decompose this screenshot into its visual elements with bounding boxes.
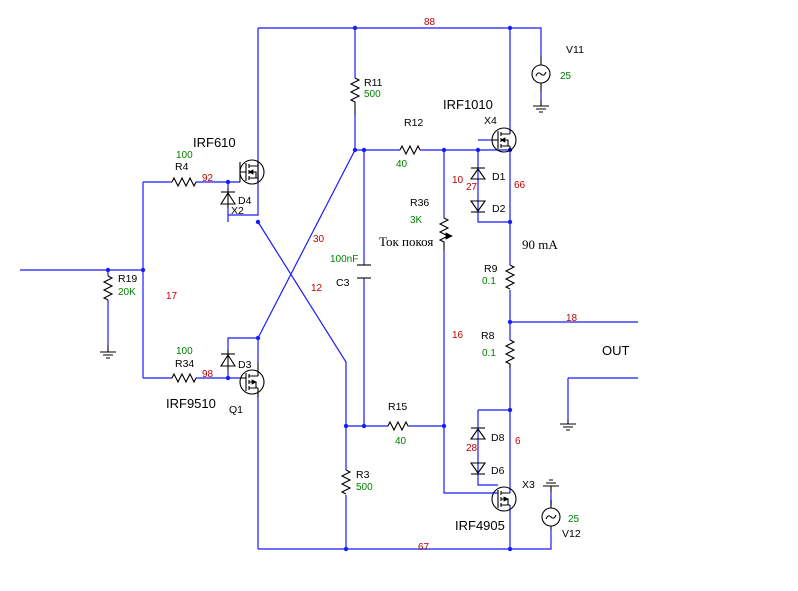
r19-name: R19: [118, 273, 137, 285]
ground-symbol: [533, 100, 549, 113]
junctions: [105, 25, 513, 552]
r15-value: 40: [395, 436, 407, 447]
irf4905-model: IRF4905: [455, 518, 505, 533]
diode-d1: [469, 167, 487, 180]
r36-value: 3K: [410, 215, 423, 226]
r36-name: R36: [410, 197, 429, 209]
node-6: 6: [515, 436, 521, 447]
r4-value: 100: [176, 150, 193, 161]
source-v11: [531, 56, 551, 92]
x4-ref: X4: [484, 115, 497, 127]
resistor-r3: [340, 469, 352, 495]
d6-ref: D6: [491, 465, 505, 477]
r11-value: 500: [364, 89, 381, 100]
ground-symbol: [100, 345, 116, 359]
mosfet-irf9510: [239, 362, 265, 398]
resistor-r36: [438, 217, 453, 250]
r9-name: R9: [484, 263, 498, 275]
diode-d3: [219, 350, 237, 370]
capacitor-c3: [357, 264, 371, 279]
node-27: 27: [466, 182, 478, 193]
bias-current-label: Ток покоя: [379, 234, 433, 249]
irf1010-model: IRF1010: [443, 97, 493, 112]
mosfet-irf4905: [491, 486, 517, 512]
d2-ref: D2: [492, 203, 506, 215]
mosfet-irf610: [239, 159, 265, 185]
ground-symbol: [560, 420, 576, 431]
r12-value: 40: [396, 159, 408, 170]
diode-d4: [219, 188, 237, 208]
irf610-model: IRF610: [193, 135, 236, 150]
node-12: 12: [311, 283, 323, 294]
node-30: 30: [313, 234, 325, 245]
node-66: 66: [514, 180, 526, 191]
component-labels: R11 500 R12 40 R36 3K R4 100 R19 20K R34…: [118, 44, 584, 540]
node-28: 28: [466, 443, 478, 454]
diode-d8: [469, 427, 487, 440]
r15-name: R15: [388, 401, 407, 413]
node-88: 88: [424, 17, 436, 28]
resistor-r15: [387, 420, 410, 432]
r19-value: 20K: [118, 287, 136, 298]
r9-value: 0.1: [482, 276, 496, 287]
r34-value: 100: [176, 346, 193, 357]
resistor-r34: [171, 372, 197, 384]
r34-name: R34: [175, 358, 194, 370]
r3-name: R3: [356, 469, 370, 481]
c3-value: 100nF: [330, 254, 358, 265]
node-92: 92: [202, 173, 214, 184]
output-label: OUT: [602, 343, 630, 358]
resistor-r8: [504, 339, 516, 368]
source-v12: [541, 500, 561, 530]
x3-ref: X3: [522, 479, 535, 491]
r3-value: 500: [356, 482, 373, 493]
r4-name: R4: [175, 161, 189, 173]
diode-d2: [469, 200, 487, 213]
d3-ref: D3: [238, 359, 252, 371]
quiescent-current-label: 90 mA: [522, 237, 558, 252]
v12-value: 25: [568, 514, 580, 525]
node-16: 16: [452, 330, 464, 341]
node-10: 10: [452, 175, 464, 186]
d8-ref: D8: [491, 432, 505, 444]
r11-name: R11: [364, 77, 383, 89]
r8-name: R8: [481, 330, 495, 342]
node-18: 18: [566, 313, 578, 324]
resistor-r4: [171, 176, 197, 188]
annotations: Ток покоя 90 mA OUT: [379, 234, 630, 358]
resistor-r9: [504, 264, 516, 290]
diode-d6: [469, 462, 487, 475]
c3-name: C3: [336, 277, 350, 289]
irf9510-model: IRF9510: [166, 396, 216, 411]
x2-ref: X2: [231, 205, 244, 217]
node-98: 98: [202, 369, 214, 380]
node-67: 67: [418, 542, 430, 553]
d4-ref: D4: [238, 195, 252, 207]
v11-name: V11: [566, 44, 584, 56]
mosfet-irf1010: [478, 127, 517, 153]
resistor-r12: [399, 144, 421, 156]
resistor-r19: [102, 275, 114, 301]
r8-value: 0.1: [482, 348, 496, 359]
ground-symbol: [543, 479, 559, 492]
resistor-r11: [349, 70, 361, 115]
v12-name: V12: [562, 528, 581, 540]
q1-ref: Q1: [229, 404, 243, 416]
wires: [20, 27, 638, 550]
node-numbers: 88 92 98 17 30 12 10 27 66 16 18 6 28 67: [166, 17, 578, 553]
node-17: 17: [166, 291, 178, 302]
v11-value: 25: [560, 71, 572, 82]
r12-name: R12: [404, 117, 423, 129]
d1-ref: D1: [492, 171, 506, 183]
